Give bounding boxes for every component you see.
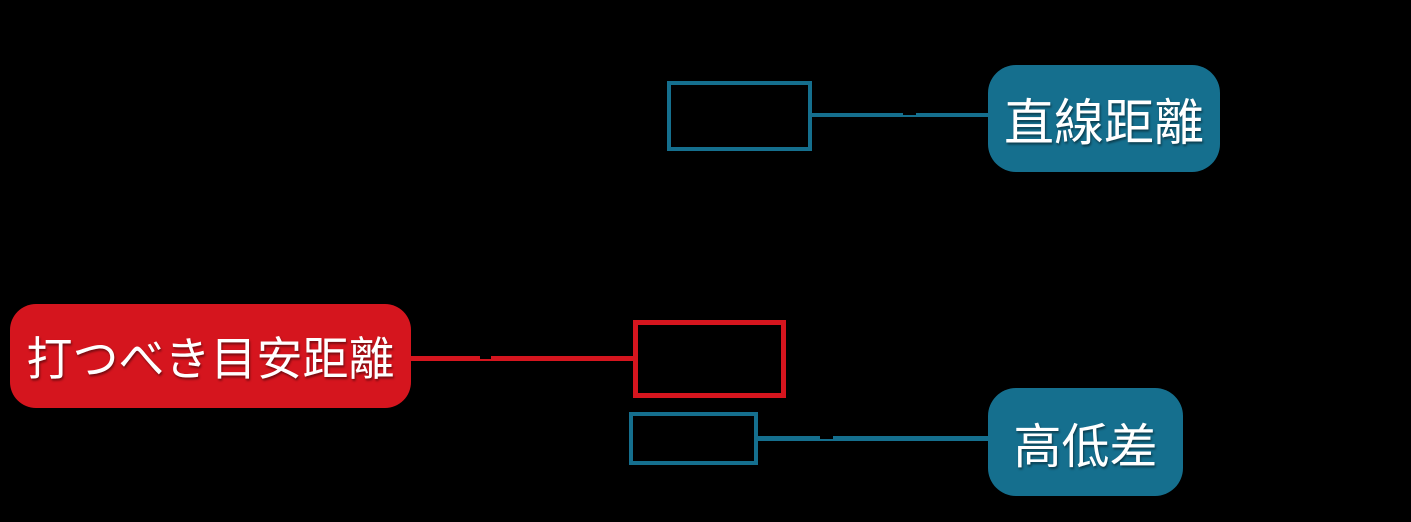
connector-notch: [820, 436, 833, 439]
connector-notch: [903, 113, 916, 115]
height-difference-box: 高低差: [988, 388, 1183, 496]
target-distance-label: 打つべき目安距離: [26, 334, 395, 385]
connector-target-distance: [411, 356, 633, 361]
height-difference-value-box: [629, 412, 758, 465]
straight-distance-value-box: [667, 81, 812, 151]
straight-distance-label: 直線距離: [1004, 94, 1204, 151]
straight-distance-box: 直線距離: [988, 65, 1220, 172]
connector-height-difference: [758, 436, 988, 441]
height-difference-label: 高低差: [1013, 421, 1158, 474]
target-distance-value-box: [633, 320, 786, 398]
connector-straight-distance: [812, 113, 988, 117]
connector-notch: [480, 356, 491, 359]
target-distance-box: 打つべき目安距離: [10, 304, 411, 408]
